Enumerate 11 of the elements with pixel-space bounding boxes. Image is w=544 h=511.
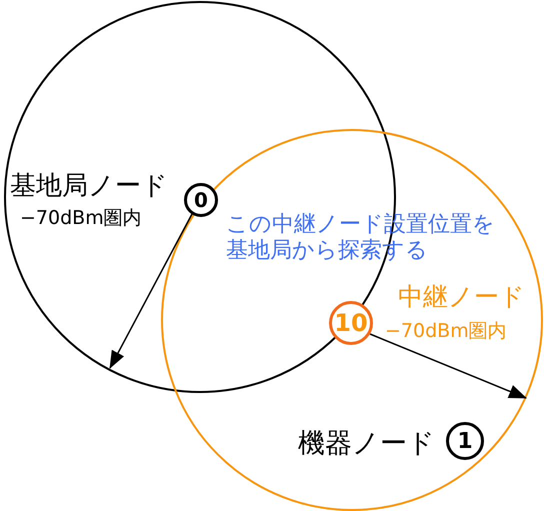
node-name: 機器ノード bbox=[298, 427, 435, 461]
node-name: 中継ノード bbox=[398, 281, 525, 313]
node-number: 0 bbox=[194, 188, 208, 212]
node-circle bbox=[329, 301, 373, 345]
range-label: −70dBm圏内 bbox=[20, 206, 142, 231]
node-name: 基地局ノード bbox=[10, 170, 168, 203]
node-number: 10 bbox=[334, 309, 368, 337]
node-circle bbox=[446, 422, 484, 460]
range-label: −70dBm圏内 bbox=[385, 319, 507, 344]
node-number: 1 bbox=[457, 428, 473, 454]
node-circle bbox=[184, 183, 218, 217]
